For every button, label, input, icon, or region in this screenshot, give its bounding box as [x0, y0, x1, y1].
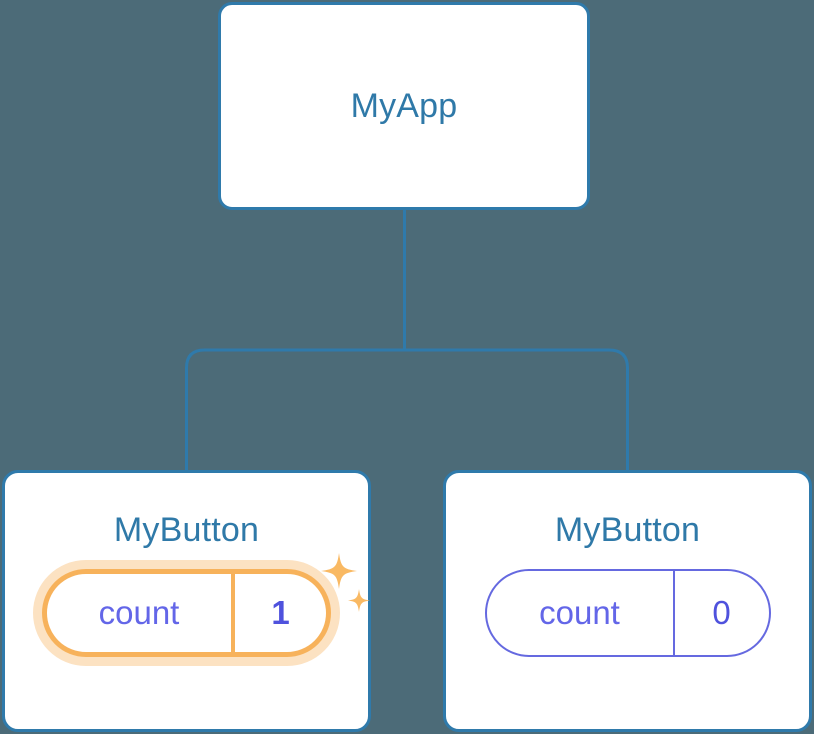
node-mybutton-left-title: MyButton: [113, 511, 260, 549]
node-myapp-title: MyApp: [350, 87, 458, 125]
state-pill-left-wrapper: count 1: [42, 553, 370, 657]
node-mybutton-right[interactable]: MyButton count 0: [443, 470, 812, 732]
node-mybutton-left[interactable]: MyButton count 1: [2, 470, 371, 732]
state-key-right: count: [539, 594, 620, 631]
sparkle-large-icon: [321, 553, 357, 589]
sparkle-small-icon: [348, 589, 370, 612]
node-mybutton-right-title: MyButton: [554, 511, 701, 549]
state-pill-right-wrapper: count 0: [484, 569, 771, 657]
connector-bracket: [185, 348, 629, 470]
state-key-left: count: [98, 594, 180, 631]
state-value-right: 0: [672, 571, 769, 655]
state-pill-right[interactable]: count 0: [484, 569, 771, 657]
state-pill-left[interactable]: count 1: [42, 569, 331, 657]
state-value-left: 1: [231, 574, 326, 652]
node-myapp[interactable]: MyApp: [218, 2, 590, 210]
